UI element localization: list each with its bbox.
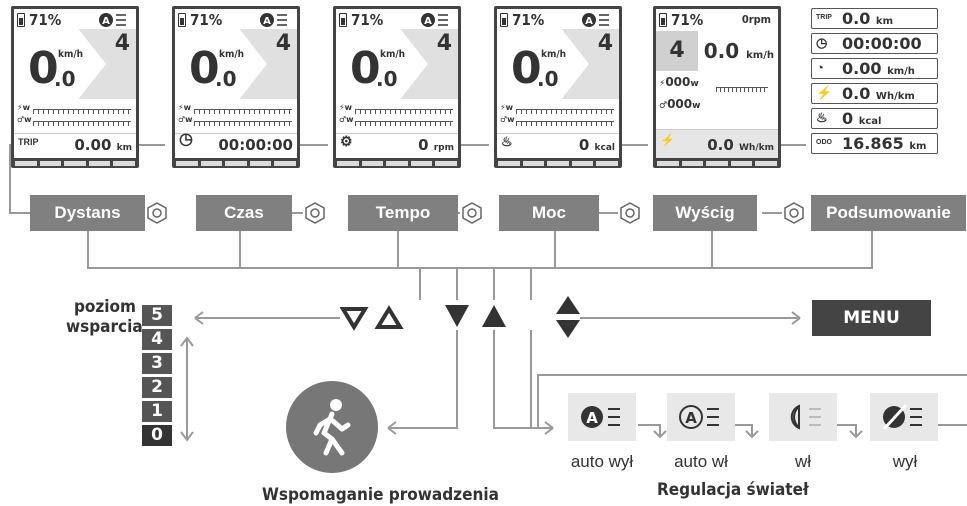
mode-dystans[interactable]: Dystans: [30, 195, 145, 231]
assist-level-0: 0: [142, 425, 172, 446]
mode-moc[interactable]: Moc: [499, 195, 599, 231]
light-option-label: wł: [794, 452, 812, 471]
svg-text:A: A: [586, 409, 598, 427]
auto-light-off-icon: A: [581, 406, 620, 428]
battery-level: 71%: [29, 11, 62, 29]
cadence-icon: ♂: [17, 115, 25, 124]
cadence-icon: ♂: [339, 115, 347, 124]
svg-text:A: A: [424, 16, 432, 27]
light-auto-on: A: [667, 393, 735, 441]
svg-text:A: A: [685, 409, 697, 427]
bolt-icon: ⚡: [659, 79, 666, 89]
light-off: [870, 393, 938, 441]
light-auto-off: A: [568, 393, 636, 441]
assist-level-4: 4: [142, 329, 172, 350]
light-option-label: wył: [892, 452, 918, 471]
button-hex-icon: [462, 202, 482, 224]
headlight-off-icon: [882, 403, 922, 431]
clock-icon: ◷: [816, 35, 828, 50]
assist-level-1: 1: [142, 401, 172, 422]
assist-level-3: 3: [142, 353, 172, 374]
auto-light-off-icon: A: [99, 13, 126, 27]
auto-light-off-icon: A: [582, 13, 609, 27]
walking-person-icon: [313, 399, 351, 456]
speedometer-icon: ◔: [816, 60, 824, 75]
clock-icon: ◷: [179, 131, 193, 148]
light-option-label: auto wył: [570, 452, 634, 471]
lights-title: Regulacja świateł: [657, 480, 809, 500]
flame-icon: ♨: [501, 134, 513, 149]
auto-light-on-icon: A: [679, 405, 719, 429]
auto-light-off-icon: A: [421, 13, 448, 27]
assist-down-up-icon: [340, 305, 404, 331]
battery-icon: [17, 13, 25, 27]
arrow-down-filled-icon: [445, 305, 469, 327]
mode-czas[interactable]: Czas: [196, 195, 292, 231]
button-hex-icon: [147, 202, 167, 224]
cadence-icon: ♂: [178, 115, 186, 124]
walk-assist-icon: [286, 381, 378, 473]
assist-level-scale: 5 4 3 2 1 0: [142, 305, 172, 449]
battery-icon: [659, 13, 667, 27]
bolt-icon: ⚡: [500, 103, 506, 112]
odometer-icon: ODO: [816, 139, 832, 146]
button-hex-icon: [305, 202, 325, 224]
headlight-on-icon: [790, 404, 821, 430]
arrow-up-down-filled-icon: [556, 296, 580, 338]
arrow-up-filled-icon: [482, 305, 506, 327]
trip-icon: TRIP: [18, 137, 39, 147]
bolt-icon: ⚡: [339, 103, 345, 112]
gear-indicator: 4: [114, 31, 130, 56]
battery-icon: [178, 13, 186, 27]
bolt-icon: ⚡: [178, 103, 184, 112]
pedal-icon: ⚙: [340, 133, 353, 149]
flame-icon: ♨: [816, 110, 828, 125]
battery-icon: [339, 13, 347, 27]
button-hex-icon: [620, 202, 640, 224]
light-option-label: auto wł: [674, 452, 728, 471]
assist-level-2: 2: [142, 377, 172, 398]
button-hex-icon: [784, 202, 804, 224]
energy-icon: ⚡: [816, 85, 833, 100]
walk-assist-label: Wspomaganie prowadzenia: [262, 485, 499, 505]
screen-wyscig: 71%0rpm 4 0.0 km/h ⚡000w ♂000w ⚡0.0 Wh/k…: [653, 6, 781, 168]
svg-text:A: A: [102, 16, 110, 27]
assist-level-5: 5: [142, 305, 172, 326]
cadence-icon: ♂: [659, 101, 668, 111]
gear-indicator: 4: [656, 31, 698, 71]
light-on: [769, 393, 837, 441]
mode-podsumowanie[interactable]: Podsumowanie: [811, 195, 966, 231]
auto-light-off-icon: A: [260, 13, 287, 27]
mode-wyscig[interactable]: Wyścig: [653, 195, 757, 231]
bolt-icon: ⚡: [17, 103, 23, 112]
mode-tempo[interactable]: Tempo: [348, 195, 458, 231]
cadence-icon: ♂: [500, 115, 508, 124]
energy-icon: ⚡: [660, 133, 675, 147]
menu-button[interactable]: MENU: [812, 300, 931, 336]
trip-icon: TRIP: [816, 14, 832, 21]
svg-text:A: A: [263, 16, 271, 27]
svg-text:A: A: [585, 16, 593, 27]
battery-icon: [500, 13, 508, 27]
